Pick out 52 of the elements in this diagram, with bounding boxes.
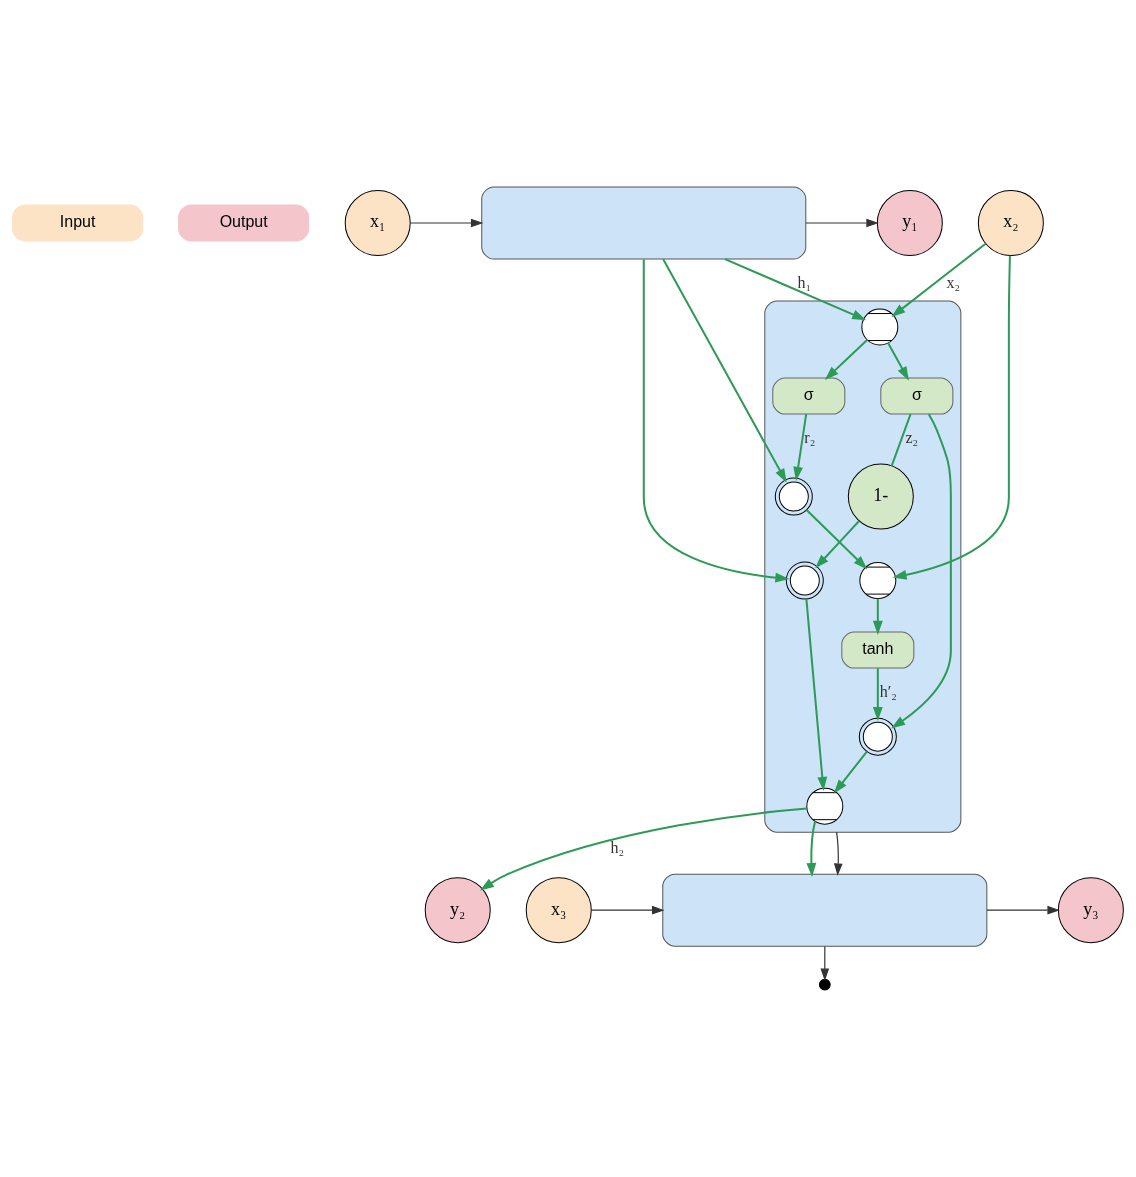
cluster: [764, 300, 962, 833]
arrow: [824, 339, 869, 380]
node-cross: [858, 717, 897, 756]
arrow: [892, 254, 1011, 580]
arrow: [833, 750, 868, 794]
arrow: [887, 342, 909, 381]
arrow: [805, 598, 828, 791]
arrow: [820, 945, 830, 981]
arrow: [891, 413, 952, 729]
edge-label: z₂: [905, 428, 919, 446]
node-cross: [785, 561, 824, 600]
connector: [890, 413, 912, 467]
node-box: tanh: [841, 631, 915, 669]
node-circle: 1-: [847, 463, 914, 530]
arrow: [806, 820, 817, 878]
arrow: [872, 597, 883, 635]
arrow: [724, 258, 867, 321]
node-box: σ: [880, 377, 954, 415]
node-circle: x₃: [525, 877, 592, 944]
arrow: [872, 667, 883, 721]
edge-label: h′₂: [879, 682, 897, 700]
edge-label: r₂: [804, 428, 816, 446]
node-box: [481, 186, 807, 260]
node-circle: y₂: [424, 877, 491, 944]
edge-label: h₁: [797, 273, 812, 291]
arrow: [590, 905, 665, 915]
edge-label: h₂: [610, 838, 625, 856]
node-circle: y₃: [1057, 877, 1124, 944]
node-plus: [859, 562, 897, 600]
node-cross: [774, 477, 813, 516]
arrow: [986, 905, 1060, 915]
node-plus: [861, 308, 899, 346]
node-box: Output: [178, 204, 310, 242]
arrow: [805, 218, 879, 228]
node-box: Input: [12, 204, 144, 242]
arrow: [480, 807, 808, 891]
edge-label: x₂: [946, 273, 961, 291]
arrow: [642, 258, 790, 583]
arrow: [815, 520, 860, 569]
node-dots: [818, 978, 831, 991]
arrow: [793, 413, 808, 481]
node-plus: [806, 787, 844, 825]
arrow: [409, 218, 484, 228]
node-circle: y₁: [876, 190, 943, 256]
node-circle: x₂: [977, 190, 1044, 256]
node-circle: x₁: [344, 190, 411, 256]
arrow: [833, 831, 843, 876]
arrow: [662, 258, 787, 483]
arrow: [891, 242, 987, 318]
node-box: [662, 873, 988, 947]
arrow: [805, 509, 868, 570]
node-box: σ: [772, 377, 846, 415]
